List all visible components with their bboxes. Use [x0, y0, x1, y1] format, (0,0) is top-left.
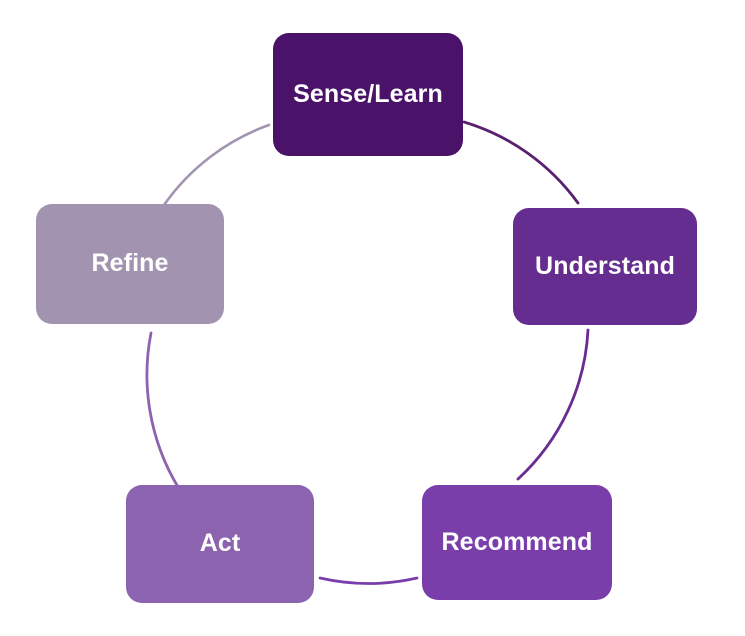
arc-recommend-to-act — [318, 576, 419, 585]
node-label-act: Act — [199, 529, 241, 558]
node-label-sense-learn: Sense/Learn — [293, 79, 443, 108]
arc-sense-to-understand — [462, 120, 580, 205]
node-label-recommend: Recommend — [441, 527, 593, 556]
node-sense-learn[interactable]: Sense/Learn — [273, 33, 463, 156]
node-label-understand: Understand — [535, 251, 675, 280]
arc-act-to-refine — [145, 331, 180, 489]
arc-refine-to-sense — [162, 123, 271, 207]
node-recommend[interactable]: Recommend — [422, 485, 612, 600]
node-act[interactable]: Act — [126, 485, 314, 603]
node-understand[interactable]: Understand — [513, 208, 697, 325]
arc-understand-to-recommend — [516, 328, 590, 481]
node-label-refine: Refine — [91, 249, 169, 278]
node-refine[interactable]: Refine — [36, 204, 224, 324]
